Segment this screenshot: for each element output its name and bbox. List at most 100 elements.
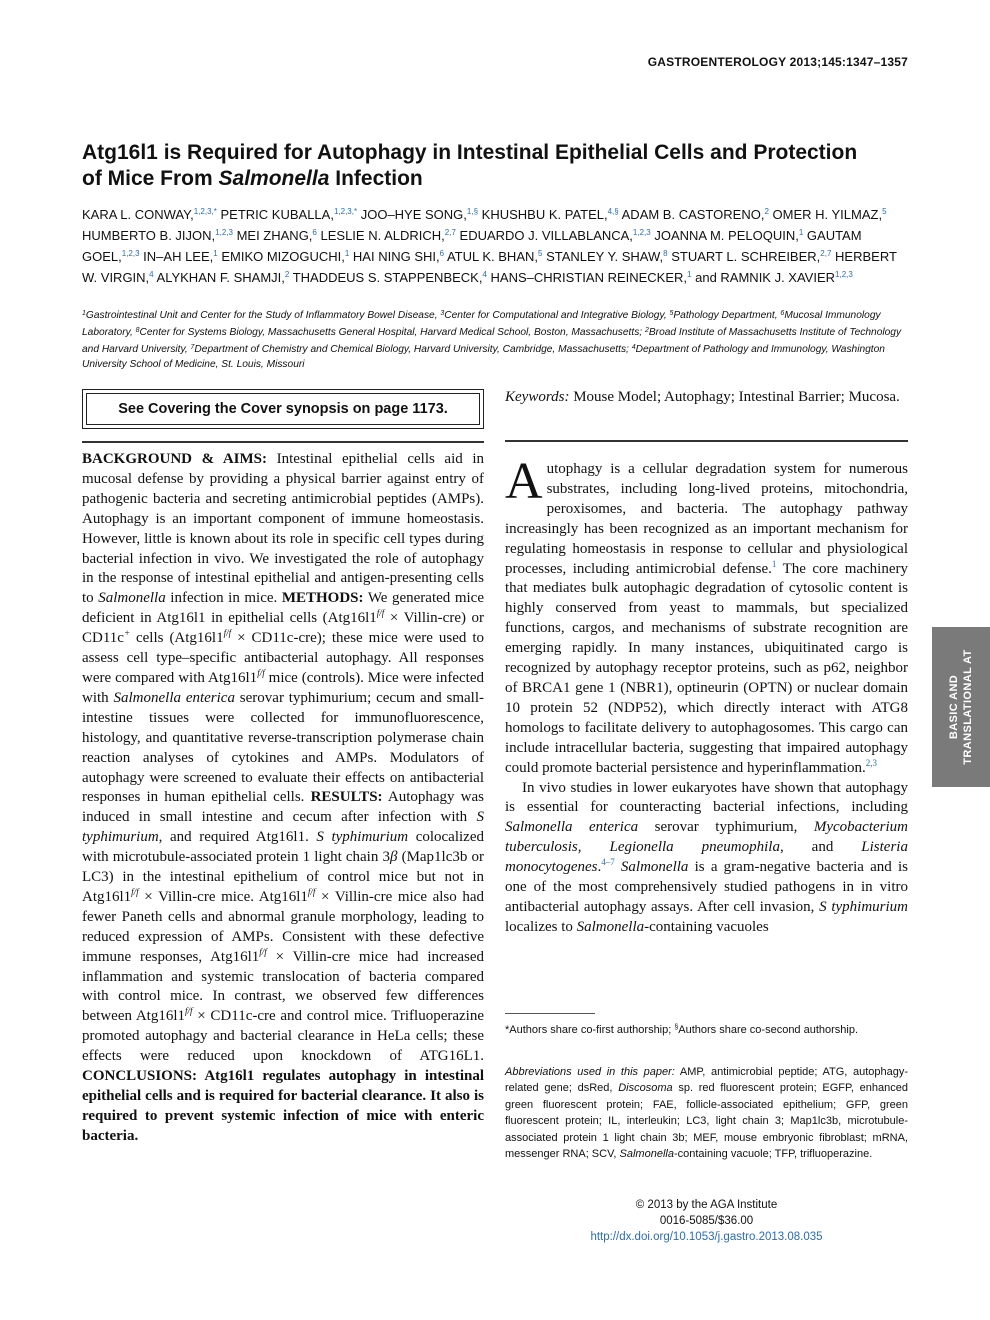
author-name-text: GAUTAM GOEL, [82, 228, 862, 264]
author-name-text: PETRIC KUBALLA, [220, 207, 334, 222]
author-name: KHUSHBU K. PATEL,4,§ [482, 207, 619, 222]
author-affiliation-sup: 1,2,3 [215, 228, 233, 237]
affiliation-text: Mucosal Immunology Laboratory, [82, 310, 881, 338]
abbreviations: Abbreviations used in this paper: AMP, a… [505, 1064, 908, 1162]
affiliation-sup: 5 [669, 310, 674, 317]
author-name: HAI NING SHI,6 [353, 249, 444, 264]
author-name: and RAMNIK J. XAVIER1,2,3 [695, 270, 853, 285]
footnote-rule [505, 1013, 595, 1014]
author-affiliation-sup: 1,2,3 [632, 228, 651, 237]
author-name-text: ATUL K. BHAN, [446, 249, 538, 264]
superscript: f/f [131, 886, 139, 897]
body-text-run: utophagy is a cellular degradation syste… [505, 461, 908, 577]
abstract-text: × Villin-cre mice had increased inflamma… [82, 948, 484, 1025]
abbreviations-italic: Salmonella [619, 1148, 674, 1161]
author-name-text: ADAM B. CASTORENO, [621, 207, 765, 222]
affiliations: 1Gastrointestinal Unit and Center for th… [82, 306, 912, 372]
body-italic: Mycobacterium tuberculosis [505, 819, 908, 856]
keywords-bottom-rule [505, 440, 908, 442]
affiliation-text: Gastrointestinal Unit and Center for the… [85, 310, 441, 321]
abstract-text: (Map1lc3b or LC3) in the intestinal epit… [82, 849, 484, 905]
author-name-text: HANS–CHRISTIAN REINECKER, [490, 270, 688, 285]
copyright-block: © 2013 by the AGA Institute 0016-5085/$3… [505, 1197, 908, 1245]
author-affiliation-sup: 1,2,3,* [193, 207, 217, 216]
author-name-text: and RAMNIK J. XAVIER [695, 270, 836, 285]
author-name-text: LESLIE N. ALDRICH, [320, 228, 445, 243]
author-name-text: IN–AH LEE, [143, 249, 214, 264]
citation-link[interactable]: 2,3 [865, 757, 877, 768]
affiliation-sup: 8 [135, 327, 140, 334]
body-italic: Salmonella [620, 859, 689, 876]
affiliation-text: Center for Computational and Integrative… [444, 310, 670, 321]
covering-the-cover-box: See Covering the Cover synopsis on page … [82, 389, 484, 429]
abbreviations-label: Abbreviations used in this paper: [505, 1066, 675, 1078]
author-name-text: STANLEY Y. SHAW, [546, 249, 664, 264]
author-name-text: THADDEUS S. STAPPENBECK, [292, 270, 483, 285]
covering-the-cover-text[interactable]: See Covering the Cover synopsis on page … [86, 393, 480, 425]
footnote-mark: * [505, 1024, 510, 1036]
author-name-text: HAI NING SHI, [352, 249, 440, 264]
superscript: + [123, 628, 131, 639]
author-name: HUMBERTO B. JIJON,1,2,3 [82, 228, 233, 243]
author-footnote: *Authors share co-first authorship; §Aut… [505, 1020, 908, 1038]
author-affiliation-sup: 1 [213, 249, 218, 258]
methods-heading: METHODS: [281, 590, 364, 607]
author-affiliation-sup: 5 [882, 207, 887, 216]
affiliation-text: Department of Chemistry and Chemical Bio… [194, 344, 632, 355]
author-name: MEI ZHANG,6 [237, 228, 317, 243]
affiliation-sup: 1 [82, 310, 86, 317]
keywords: Keywords: Mouse Model; Autophagy; Intest… [505, 387, 908, 407]
citation-link[interactable]: 1 [771, 558, 777, 569]
title-italic: Salmonella [218, 167, 330, 190]
citation-link[interactable]: 4–7 [601, 857, 615, 868]
conclusions-text: Atg16l1 regulates autophagy in intestina… [82, 1068, 484, 1144]
abstract-top-rule [82, 441, 484, 443]
author-name-text: EDUARDO J. VILLABLANCA, [459, 228, 633, 243]
author-name: ADAM B. CASTORENO,2 [622, 207, 769, 222]
journal-reference: GASTROENTEROLOGY 2013;145:1347–1357 [647, 55, 908, 69]
abstract-text: We generated mice deficient in Atg16l1 i… [82, 590, 484, 627]
body-paragraph-2: In vivo studies in lower eukaryotes have… [505, 779, 908, 938]
author-name: KARA L. CONWAY,1,2,3,* [82, 207, 217, 222]
author-affiliation-sup: 1 [344, 249, 350, 258]
author-name: PETRIC KUBALLA,1,2,3,* [221, 207, 358, 222]
superscript: f/f [223, 628, 232, 639]
abstract-italic: Salmonella [98, 590, 166, 607]
author-name: HANS–CHRISTIAN REINECKER,1 [491, 270, 692, 285]
author-name: EMIKO MIZOGUCHI,1 [221, 249, 349, 264]
doi-link[interactable]: http://dx.doi.org/10.1053/j.gastro.2013.… [590, 1231, 823, 1243]
author-name: LESLIE N. ALDRICH,2,7 [321, 228, 456, 243]
author-affiliation-sup: 1,2,3 [121, 249, 140, 258]
abstract-italic: S typhimurium [316, 829, 409, 846]
author-name-text: STUART L. SCHREIBER, [671, 249, 821, 264]
author-name: JOO–HYE SONG,1,§ [361, 207, 478, 222]
abstract-italic: Salmonella enterica [113, 689, 235, 706]
abbreviations-text: -containing vacuole; TFP, trifluoperazin… [673, 1148, 873, 1161]
author-affiliation-sup: 2,7 [444, 228, 456, 237]
author-affiliation-sup: 5 [538, 249, 543, 258]
abstract-text: × Villin-cre) or CD11c [82, 610, 484, 647]
footnote-mark: § [674, 1024, 679, 1031]
author-affiliation-sup: 2,7 [820, 249, 832, 258]
author-name-text: MEI ZHANG, [236, 228, 313, 243]
superscript: f/f [259, 946, 267, 957]
background-heading: BACKGROUND & AIMS: [82, 451, 267, 467]
affiliation-sup: 6 [780, 310, 785, 317]
author-affiliation-sup: 8 [663, 249, 668, 258]
abbreviations-text: AMP, antimicrobial peptide; ATG, autopha… [505, 1066, 908, 1095]
title-part-2: Infection [329, 167, 423, 190]
author-name-text: OMER H. YILMAZ, [772, 207, 883, 222]
author-name: STUART L. SCHREIBER,2,7 [671, 249, 831, 264]
body-text-run: . [597, 859, 602, 876]
abstract-italic: β [389, 849, 398, 866]
author-affiliation-sup: 1,2,3 [835, 270, 853, 279]
abstract-text: serovar typhimurium; cecum and small-int… [82, 689, 485, 806]
copyright-line: © 2013 by the AGA Institute [635, 1199, 778, 1211]
body-text-run: is a gram-negative bacteria and is one o… [505, 859, 908, 915]
affiliation-text: Pathology Department, [673, 310, 781, 321]
abstract-text: cells (Atg16l1 [130, 630, 224, 647]
author-name: EDUARDO J. VILLABLANCA,1,2,3 [460, 228, 651, 243]
affiliation-text: Center for Systems Biology, Massachusett… [139, 327, 645, 338]
affiliation-sup: 2 [644, 327, 649, 334]
